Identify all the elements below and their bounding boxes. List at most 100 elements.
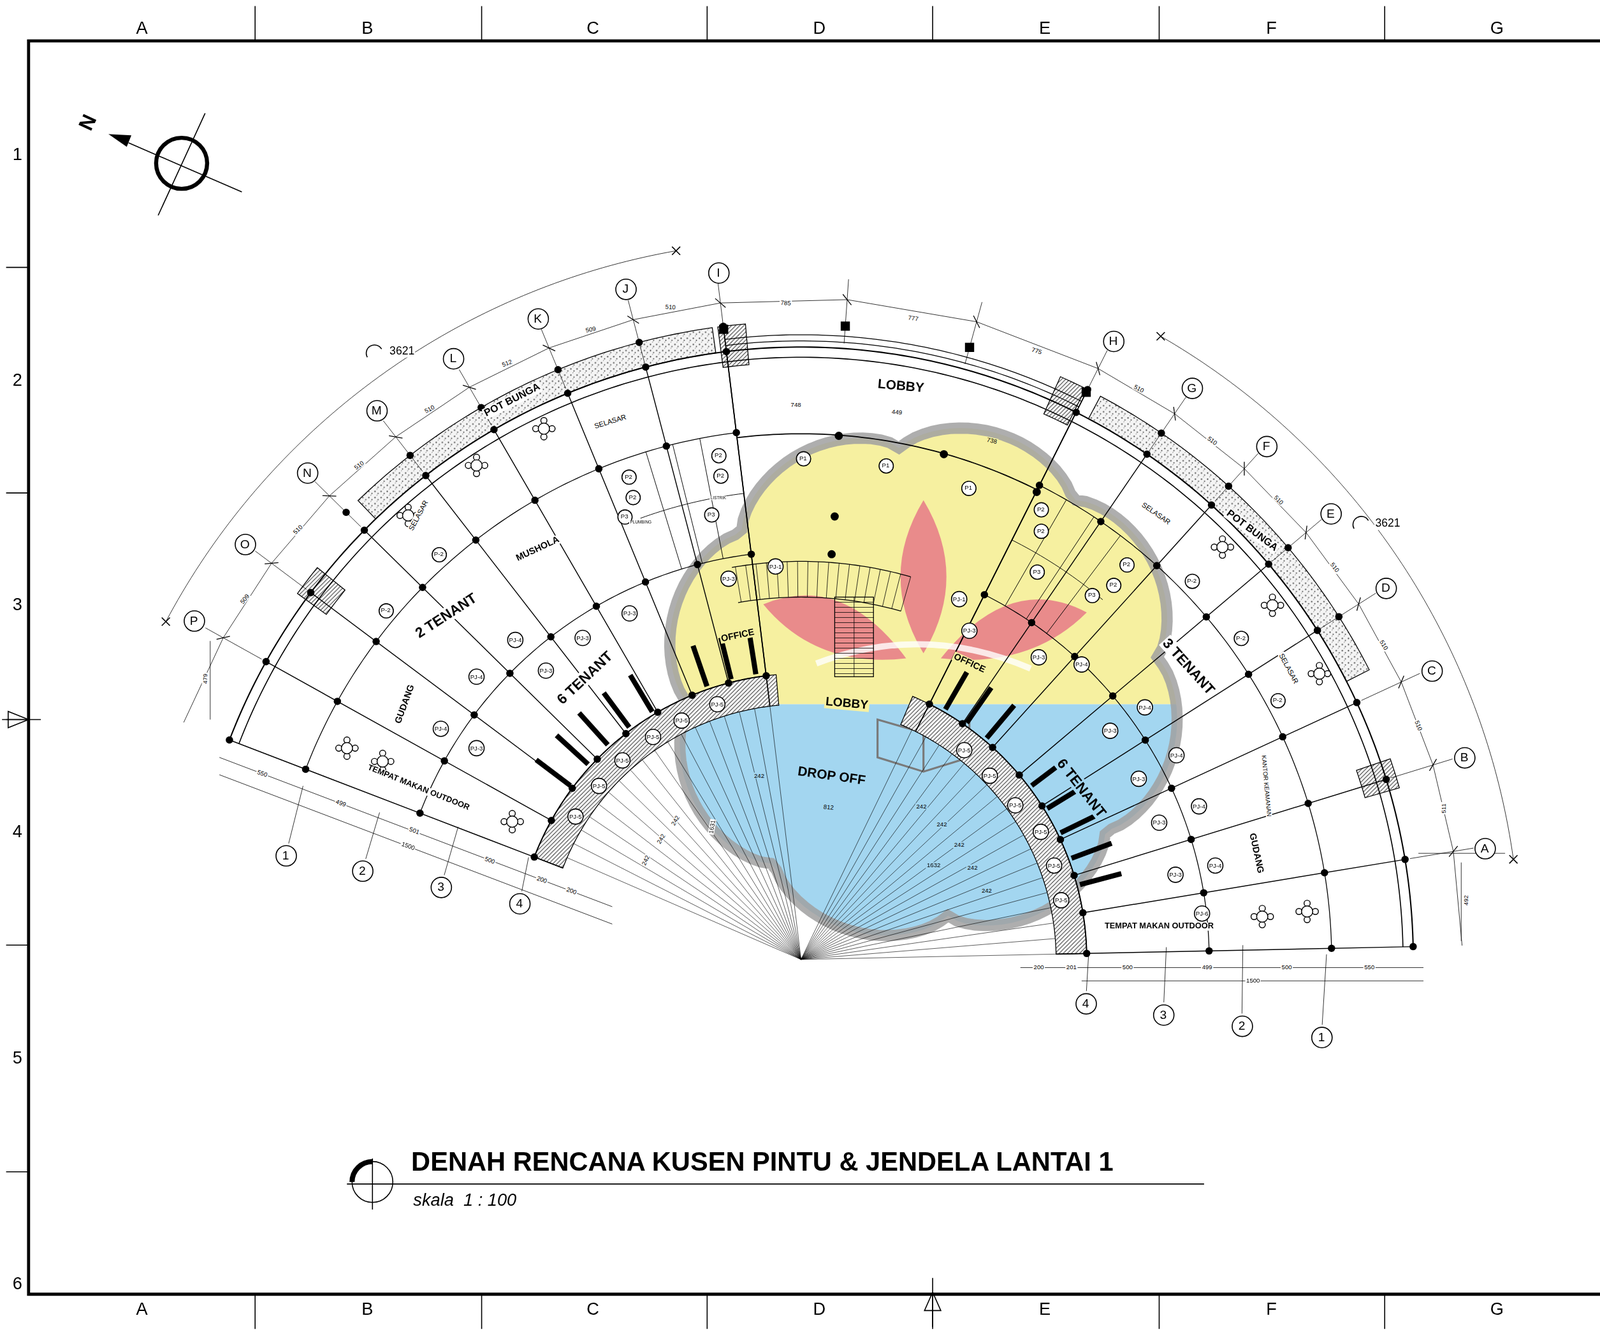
drop-off-ray — [589, 816, 802, 960]
toilet-wall — [672, 444, 702, 563]
column — [1304, 799, 1312, 808]
door-window-tag: P2 — [1118, 556, 1135, 572]
dimension-tick — [1304, 525, 1307, 539]
extension-line — [1078, 349, 1108, 408]
plan-label: 242 — [952, 841, 966, 848]
extension-line — [383, 420, 423, 472]
drop-off-ray — [681, 733, 802, 959]
plan-label: 509 — [238, 592, 252, 606]
drop-off-ray — [801, 729, 913, 959]
frame-tick — [1383, 1294, 1386, 1329]
column — [1382, 775, 1391, 784]
window-bar — [1079, 873, 1122, 885]
title-arc — [351, 1161, 373, 1182]
stair-tread — [807, 561, 809, 598]
drop-off-ray — [581, 829, 802, 960]
dimension-mark — [671, 246, 681, 255]
extension-line — [541, 328, 566, 389]
plan-label: PLUMBING — [629, 520, 653, 525]
grid-leader — [444, 826, 459, 876]
column — [641, 363, 650, 371]
door-window-tag: PJ-4 — [1073, 655, 1091, 673]
plan-label: 3621 — [1374, 517, 1402, 530]
door-window-tag: P3 — [1028, 563, 1045, 579]
column — [1401, 855, 1409, 864]
plan-label: LOBBY — [876, 376, 927, 395]
dimension-line — [1098, 368, 1463, 946]
tag-code: PJ-1 — [952, 596, 966, 603]
dimension-tick — [264, 562, 278, 564]
tag-code: PJ-5 — [569, 813, 582, 820]
plan-label: 242 — [935, 821, 948, 828]
table — [471, 459, 483, 472]
plan-label: 509 — [583, 325, 598, 335]
grid-id: 4 — [515, 896, 523, 910]
door-window-tag: PJ-5 — [645, 728, 662, 746]
wall-line — [992, 504, 1212, 748]
column — [406, 451, 415, 459]
column — [1187, 835, 1196, 844]
dimension-arc — [165, 250, 676, 622]
column — [342, 508, 350, 517]
plan-label: 812 — [822, 803, 836, 811]
tag-code: PJ-4 — [509, 636, 523, 644]
watermark-leaf — [900, 499, 947, 653]
wall-line — [645, 367, 729, 683]
dimension-line — [219, 757, 612, 907]
tag-code: PJ-4 — [434, 725, 448, 732]
tag-code: PJ-5 — [1034, 828, 1048, 836]
grid-id: 1 — [1318, 1030, 1326, 1043]
door-window-tag: P-2 — [1269, 692, 1286, 708]
stair-tread — [826, 562, 829, 598]
grid-bubble: N — [296, 461, 319, 484]
drawing-scale: skala 1 : 100 — [413, 1189, 517, 1210]
tag-code: PJ-4 — [1209, 862, 1222, 869]
dimension-mark — [161, 617, 171, 626]
plan-label: 3 — [11, 596, 23, 615]
wall-arc — [305, 432, 737, 770]
plan-label: 510 — [422, 403, 437, 415]
pot-bunga-band — [1088, 395, 1370, 681]
door-window-tag: PJ-4 — [507, 631, 524, 649]
door-window-tag: PJ-4 — [1168, 747, 1186, 764]
grid-id: I — [716, 266, 720, 279]
drop-off-ray — [801, 907, 1052, 960]
dimension-tick — [1429, 758, 1437, 771]
door-window-tag: P-2 — [378, 602, 394, 618]
tag-code: P3 — [1088, 591, 1096, 598]
frame-tick — [6, 267, 29, 269]
grid-bubble: B — [1453, 746, 1476, 769]
plan-label: 510 — [1328, 560, 1342, 574]
door-window-tag: PJ-6 — [1193, 905, 1211, 922]
toilet-wall — [640, 493, 744, 519]
centre-mark — [1, 711, 41, 728]
stair — [731, 560, 911, 577]
planter-band — [900, 696, 1087, 954]
column — [1320, 868, 1329, 877]
grid-bubble: I — [707, 261, 730, 284]
window-bar — [603, 692, 630, 728]
grid-leader — [1163, 947, 1167, 1003]
tag-code: P1 — [882, 462, 890, 469]
drop-off-ray — [695, 727, 802, 960]
column — [724, 678, 733, 687]
plan-label: 777 — [906, 314, 920, 323]
column — [372, 637, 380, 646]
drop-off-ray — [801, 784, 988, 960]
furniture — [335, 417, 1331, 928]
door-window-tag: PJ-5 — [590, 777, 608, 795]
column — [1028, 618, 1036, 627]
column — [1409, 942, 1418, 951]
column — [1225, 482, 1233, 491]
door-window-tag: PJ-5 — [1007, 796, 1024, 814]
dimension-tick — [1096, 362, 1101, 376]
stair-tread — [835, 562, 839, 599]
plan-label: SELASAR — [1139, 500, 1173, 527]
wall-line — [1083, 859, 1405, 913]
column — [1142, 450, 1151, 458]
drop-off-ray — [801, 953, 1057, 959]
door-window-tag: PJ-5 — [1046, 857, 1063, 874]
door-window-tag: PJ-5 — [567, 808, 584, 825]
